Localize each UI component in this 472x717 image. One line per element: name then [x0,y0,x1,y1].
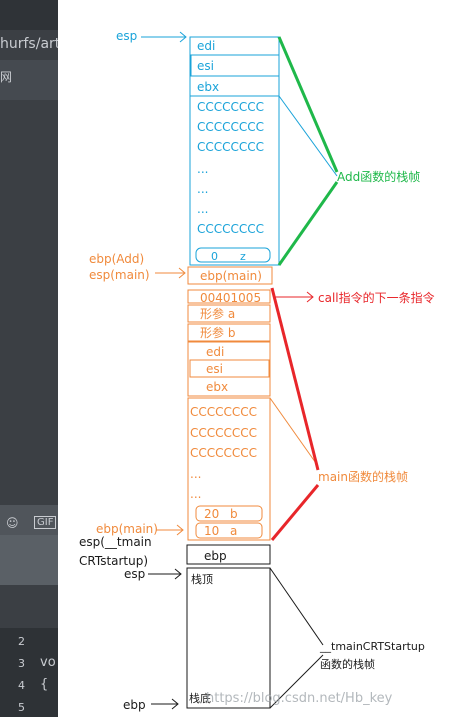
tmain-ebp-cell [186,544,271,565]
main-local: CCCCCCCC [190,405,257,419]
main-local: CCCCCCCC [190,446,257,460]
code-fragment: vo [40,655,56,670]
add-cell-ellipsis: ... [197,202,208,216]
main-ebp-text: ebp(main) [200,269,262,283]
add-cell-ellipsis: ... [197,162,208,176]
line-number: 3 [18,657,25,670]
line-number: 2 [18,635,25,648]
esp-tmain-label-2: CRTstartup) [79,554,148,568]
arrow-head-icon [179,31,187,43]
add-cell-edi: edi [197,39,215,53]
main-var-b-value: 20 [204,507,219,521]
add-frame-caption: Add函数的栈帧 [337,169,420,184]
tmain-frame-caption-2: 函数的栈帧 [320,657,375,671]
main-brace-bottom [270,484,320,541]
add-cell-ellipsis: ... [197,182,208,196]
gif-icon[interactable]: GIF [34,516,57,529]
tmain-frame-caption-1: __tmainCRTStartup [319,640,425,653]
main-reg-ebx: ebx [206,380,228,394]
main-reg-edi: edi [206,345,224,359]
tmain-brace-top [269,567,324,646]
add-inner-box [195,247,271,263]
background-nav-fragment: 网 [0,70,13,84]
arrow-head-icon [171,698,179,710]
add-cell-local: CCCCCCCC [197,120,264,134]
main-local-ellipsis: ... [190,467,201,481]
add-frame [189,36,280,266]
add-cell-local: CCCCCCCC [197,222,264,236]
ebp-main-label: ebp(main) [96,522,158,536]
ebp-add-label: ebp(Add) [89,252,144,266]
esp-tmain-label-1: esp(__tmain [79,535,152,549]
main-regs-outline [187,341,271,397]
esp-tmain-label-3: esp [124,567,145,581]
main-var-a-value: 10 [204,524,219,538]
add-cell-local: CCCCCCCC [197,140,264,154]
main-reg-esi: esi [206,362,223,376]
arrow-head-icon [178,267,186,279]
add-cell-local: CCCCCCCC [197,100,264,114]
add-thin-brace-line [278,95,338,177]
main-esi-cell [189,359,270,378]
esp-main-label: esp(main) [89,268,150,282]
ebp-bottom-label: ebp [123,698,146,712]
main-param-a-cell [187,304,271,323]
tmain-brace-bottom [269,654,324,709]
main-thin-brace-line [269,397,319,467]
stack-bottom-label: 栈底 [189,691,211,705]
arrow-head-icon [306,291,314,303]
arrow-head-icon [176,524,184,536]
add-cell-esi: esi [197,59,214,73]
return-addr-note: call指令的下一条指令 [318,290,435,305]
main-return-addr: 00401005 [200,291,261,305]
main-brace-top [270,287,320,471]
main-locals-outline [187,397,271,541]
main-var-a-name: a [230,524,237,538]
esp-top-label: esp [116,29,137,43]
main-return-cell [187,289,271,304]
main-var-b-name: b [230,507,238,521]
add-frame-outline [189,36,280,266]
code-fragment: { [40,677,49,692]
main-local: CCCCCCCC [190,426,257,440]
line-number: 4 [18,679,25,692]
main-local-ellipsis: ... [190,487,201,501]
main-ebp-cell [187,266,273,285]
add-brace-top [277,36,339,173]
add-esi-cell [190,54,280,77]
tmain-ebp-text: ebp [204,549,227,563]
watermark: https://blog.csdn.net/Hb_key [206,691,393,706]
tmain-frame-outline [186,567,271,709]
add-inner-value: 0 [211,250,218,263]
add-brace-bottom [277,181,339,266]
diagram-canvas [58,0,472,717]
main-param-b-cell [187,323,271,342]
add-inner-name: z [240,250,246,263]
add-cell-ebx: ebx [197,80,219,94]
background-url-fragment: hurfs/arti [0,36,65,52]
main-param-a: 形参 a [200,306,235,321]
line-number: 5 [18,701,25,714]
main-var-b-box [195,505,263,522]
main-var-a-box [195,522,263,539]
arrow-head-icon [174,568,182,580]
emoji-icon[interactable]: ☺ [6,516,19,530]
stack-top-label: 栈顶 [191,572,213,586]
background-editor-panel: hurfs/arti 网 ☺ GIF 2 3 vo 4 { 5 [0,0,64,717]
main-param-b: 形参 b [200,325,235,340]
main-frame-caption: main函数的栈帧 [318,469,408,484]
